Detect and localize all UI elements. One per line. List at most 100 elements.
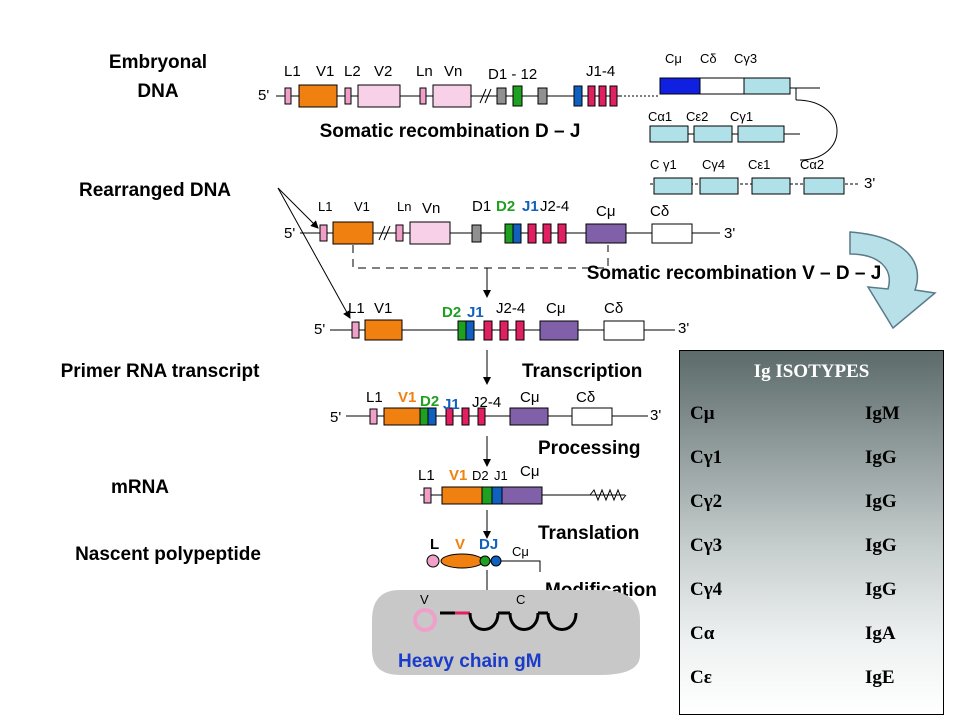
gene-cdelta (651, 223, 693, 244)
segment-l1 (351, 321, 360, 339)
stage-label-mrna: mRNA (111, 477, 169, 498)
gap-mark (378, 225, 386, 241)
label-d2: D2 (472, 468, 489, 483)
isotype-constant: Cγ3 (690, 535, 723, 556)
segment-j2 (483, 320, 493, 341)
gene-cmu-embryo (659, 77, 701, 95)
isotype-constant: Cγ4 (690, 579, 723, 600)
label-cgamma4: Cγ4 (702, 157, 725, 172)
label-cmu: Cμ (546, 300, 565, 317)
label-cgamma3: Cγ3 (734, 51, 757, 66)
segment-v1 (383, 407, 421, 426)
constant-connector (790, 87, 797, 100)
segment-j3 (598, 85, 607, 107)
gene-cdelta-embryo (699, 77, 745, 95)
process-somatic-dj: Somatic recombination D – J (320, 121, 581, 142)
isotype-class: IgG (865, 535, 897, 556)
label-cgamma1-low: C γ1 (650, 157, 677, 172)
label-cmu: Cμ (520, 463, 539, 480)
segment-j2 (445, 407, 454, 426)
c-chain (501, 560, 541, 572)
segment-d1 (496, 87, 507, 105)
stage-label-rearranged: Rearranged DNA (79, 180, 231, 201)
segment-j4 (515, 320, 525, 341)
domain-loop (508, 612, 540, 631)
label-d2: D2 (442, 304, 461, 321)
label-v2: V2 (374, 63, 392, 80)
transcript-row: 5' 3' L1 V1 D2 J1 J2-4 Cμ Cδ (330, 389, 661, 426)
segment-d2 (481, 486, 493, 505)
label-v1: V1 (354, 199, 370, 214)
label-cepsilon1: Cε1 (748, 157, 770, 172)
segment-v1 (332, 221, 374, 245)
label-j1-4: J1-4 (586, 63, 615, 80)
label-v1: V1 (374, 300, 392, 317)
segment-v1 (298, 84, 338, 108)
segment-l1 (284, 87, 292, 105)
arrow-to-vdj (277, 187, 351, 319)
label-d2: D2 (420, 393, 439, 410)
gap-mark (479, 88, 487, 104)
label-l1: L1 (318, 199, 332, 214)
segment-v1 (364, 319, 403, 341)
label-j1: J1 (494, 468, 508, 483)
label-cmu: Cμ (665, 51, 682, 66)
gene-calpha2 (803, 177, 845, 195)
heavy-chain-protein: V C Heavy chain gM (372, 590, 640, 675)
stage-label-embryonal-line1: Embryonal (109, 52, 207, 73)
curved-block-arrow (849, 231, 937, 330)
isotype-table-title: Ig ISOTYPES (753, 361, 870, 382)
segment-j3 (499, 320, 509, 341)
gene-cgamma1-mid (737, 125, 785, 143)
label-vn: Vn (444, 63, 462, 80)
gene-cepsilon2 (693, 125, 733, 143)
isotype-constant: Cμ (690, 403, 715, 424)
gap-mark (484, 88, 492, 104)
segment-d2 (457, 320, 467, 341)
three-prime-label: 3' (864, 175, 875, 192)
isotype-class: IgE (865, 667, 895, 688)
five-prime-label: 5' (258, 87, 269, 104)
segment-v2 (357, 84, 401, 108)
gene-cmu (539, 320, 579, 341)
label-j1: J1 (467, 304, 484, 321)
segment-vn (432, 84, 472, 108)
isotype-class: IgG (865, 491, 897, 512)
domain-loop (468, 612, 500, 631)
stage-label-primer: Primer RNA transcript (61, 361, 261, 382)
segment-j3 (542, 223, 552, 244)
five-prime-label: 5' (314, 321, 325, 338)
label-calpha1: Cα1 (648, 109, 672, 124)
poly-a-tail (589, 488, 627, 502)
five-prime-label: 5' (284, 225, 295, 242)
embryonal-dna-row: 5' L1 V1 L2 V2 Ln Vn D1 - 12 J1-4 Cμ Cδ (258, 51, 875, 195)
gene-cmu (509, 407, 549, 426)
isotype-class: IgM (865, 403, 900, 424)
segment-l1 (319, 224, 328, 242)
segment-j4 (477, 407, 486, 426)
isotype-constant: Cγ2 (690, 491, 723, 512)
label-cgamma1-mid: Cγ1 (730, 109, 753, 124)
segment-j1 (427, 407, 437, 426)
segment-vn (409, 221, 451, 245)
five-prime-label: 5' (330, 409, 341, 426)
j-bead (490, 555, 502, 567)
gene-cgamma1-low (653, 177, 693, 195)
label-l2: L2 (344, 63, 361, 80)
isotype-class: IgG (865, 579, 897, 600)
gene-cdelta (571, 407, 613, 426)
gene-cgamma3 (743, 77, 791, 95)
label-j2-4: J2-4 (472, 394, 501, 411)
label-cdelta: Cδ (576, 389, 595, 406)
segment-j4 (609, 85, 618, 107)
gene-cdelta (603, 320, 645, 341)
segment-ln (419, 87, 427, 105)
protein-c-label: C (516, 592, 525, 607)
label-l1: L1 (418, 467, 435, 484)
label-ln: Ln (416, 63, 433, 80)
segment-j2 (527, 223, 537, 244)
gene-cgamma4 (699, 177, 739, 195)
stage-label-nascent: Nascent polypeptide (75, 544, 261, 565)
label-calpha2: Cα2 (800, 157, 824, 172)
